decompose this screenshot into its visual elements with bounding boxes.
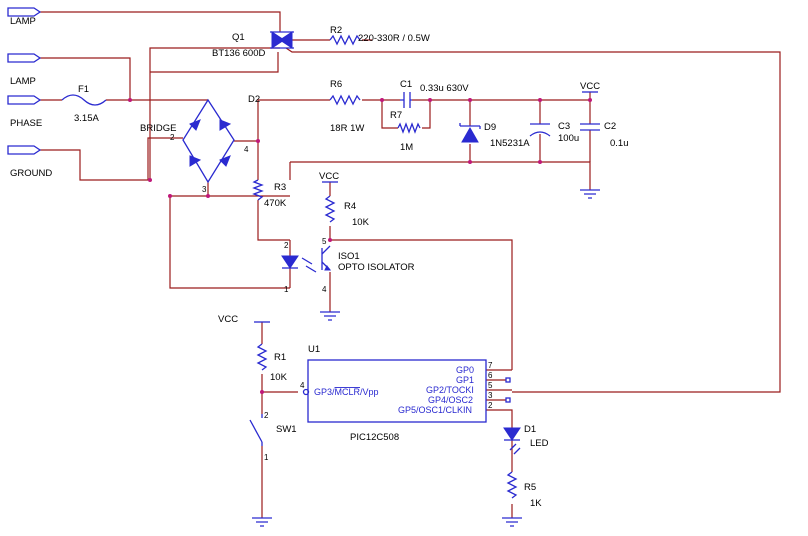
sw1-pin1: 1 — [264, 453, 269, 462]
opto-pin2: 2 — [284, 241, 289, 250]
d9-value: 1N5231A — [490, 138, 530, 149]
r2-value: 220-330R / 0.5W — [358, 33, 430, 44]
triac-symbol — [270, 31, 294, 49]
bridge-ref: D2 — [248, 94, 260, 105]
d9-ref: D9 — [484, 122, 496, 133]
junctions — [128, 98, 592, 394]
u1-nc-pin6-marker — [505, 377, 511, 383]
opto-pin4: 4 — [322, 285, 327, 294]
port-lamp-top — [7, 7, 42, 17]
zener-symbol — [459, 123, 481, 143]
u1-part: PIC12C508 — [350, 432, 399, 443]
r5-value: 1K — [530, 498, 542, 509]
port-connectors — [7, 7, 42, 155]
r1-value: 10K — [270, 372, 288, 383]
r7-symbol — [397, 122, 421, 134]
c3-ref: C3 — [558, 121, 570, 132]
r3-value: 470K — [264, 198, 287, 209]
u1-ref: U1 — [308, 344, 320, 355]
bridge-pin4: 4 — [244, 145, 249, 154]
vcc-r4-label: VCC — [319, 171, 339, 182]
c1-symbol — [400, 92, 412, 108]
triac-ref: Q1 — [232, 32, 245, 43]
sw1-pin2: 2 — [264, 411, 269, 420]
triac-value: BT136 600D — [212, 48, 265, 59]
u1-gp2-label: GP2/TOCKI — [426, 385, 474, 395]
port-ground — [7, 145, 42, 155]
ground-opto-symbol — [320, 311, 340, 321]
ground-sw1-symbol — [252, 517, 272, 527]
sw1-symbol — [249, 414, 263, 446]
u1-nc-pin3-marker — [505, 397, 511, 403]
fuse-symbol — [61, 94, 107, 106]
d1-value: LED — [530, 438, 549, 449]
port-ground-label: GROUND — [10, 168, 52, 179]
r7-ref: R7 — [390, 110, 402, 121]
port-phase-label: PHASE — [10, 118, 42, 129]
c2-ref: C2 — [604, 121, 616, 132]
opto-pin5: 5 — [322, 237, 327, 246]
ground-top-symbol — [580, 189, 600, 199]
ground-r5-symbol — [502, 517, 522, 527]
c1-ref: C1 — [400, 79, 412, 90]
port-lamp-mid — [7, 53, 42, 63]
r6-ref: R6 — [330, 79, 342, 90]
r6-value: 18R 1W — [330, 123, 364, 134]
u1-pin6: 6 — [488, 371, 493, 380]
u1-pin3: 3 — [488, 391, 493, 400]
sw1-ref: SW1 — [276, 424, 297, 435]
u1-pin7: 7 — [488, 361, 493, 370]
port-lamp-mid-label: LAMP — [10, 76, 36, 87]
vcc-top-label: VCC — [580, 81, 600, 92]
led-d1-symbol — [503, 427, 521, 455]
bridge-pin3: 3 — [202, 185, 207, 194]
r4-value: 10K — [352, 217, 370, 228]
c2-value: 0.1u — [610, 138, 629, 149]
c3-value: 100u — [558, 133, 579, 144]
u1-mclr-pin: 4 — [300, 381, 305, 390]
u1-pin5: 5 — [488, 381, 493, 390]
bridge-pin2: 2 — [170, 133, 175, 142]
port-phase — [7, 95, 42, 105]
r6-symbol — [329, 94, 361, 106]
r5-symbol — [506, 471, 518, 499]
opto-ref: ISO1 — [338, 251, 360, 262]
r5-ref: R5 — [524, 482, 536, 493]
fuse-ref: F1 — [78, 84, 89, 95]
u1-gp4-label: GP4/OSC2 — [428, 395, 473, 405]
u1-gp5-label: GP5/OSC1/CLKIN — [398, 405, 472, 415]
r2-symbol — [329, 34, 361, 46]
opto-symbol — [281, 245, 331, 273]
d1-ref: D1 — [524, 424, 536, 435]
port-lamp-top-label: LAMP — [10, 16, 36, 27]
c3-symbol — [529, 123, 551, 137]
c1-value: 0.33u 630V — [420, 83, 469, 94]
u1-gp0-label: GP0 — [456, 365, 474, 375]
r2-ref: R2 — [330, 25, 342, 36]
r4-symbol — [324, 195, 336, 223]
r4-ref: R4 — [344, 201, 356, 212]
opto-pin1: 1 — [284, 285, 289, 294]
r3-ref: R3 — [274, 182, 286, 193]
opto-name: OPTO ISOLATOR — [338, 262, 415, 273]
r1-symbol — [256, 343, 268, 371]
vcc-mcu-label: VCC — [218, 314, 238, 325]
u1-gp1-label: GP1 — [456, 375, 474, 385]
u1-mclr-label: GP3/MCLR/Vpp — [314, 387, 379, 397]
u1-pin2: 2 — [488, 401, 493, 410]
r3-symbol — [252, 179, 264, 201]
r1-ref: R1 — [274, 352, 286, 363]
r7-value: 1M — [400, 142, 413, 153]
bridge-name: BRIDGE — [140, 123, 176, 134]
u1-mclr-inverter-bubble — [302, 388, 310, 396]
c2-symbol — [580, 123, 600, 131]
bridge-symbol — [182, 98, 235, 184]
fuse-value: 3.15A — [74, 113, 99, 124]
